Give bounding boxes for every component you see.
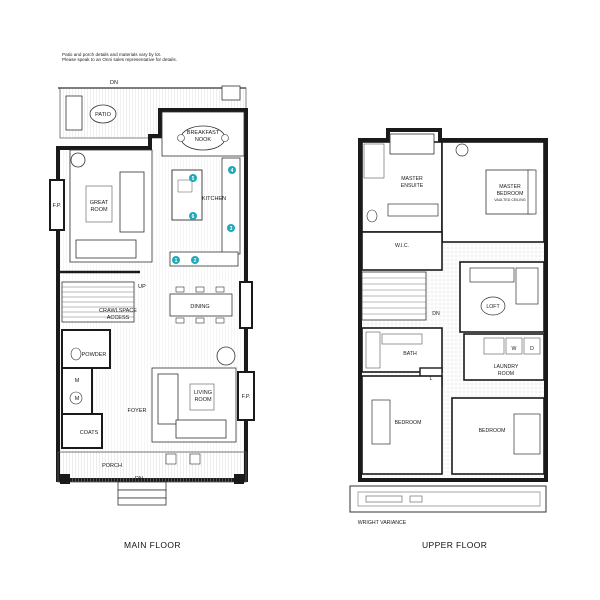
- label-dn-top: DN: [110, 80, 118, 86]
- label-master-bedroom-3: VAULTED CEILING: [494, 198, 526, 202]
- label-l: L: [430, 376, 433, 382]
- label-laundry-2: ROOM: [498, 371, 514, 377]
- label-powder: POWDER: [82, 352, 107, 358]
- svg-text:2: 2: [194, 258, 197, 264]
- label-wright-variance: WRIGHT VARIANCE: [358, 520, 407, 526]
- marker-5: 5: [189, 174, 197, 182]
- label-fireplace-left: F.P.: [53, 203, 62, 209]
- label-dn-bottom: DN: [135, 476, 143, 482]
- kitchen-feature-markers: 5 6 4 3 1 2: [172, 166, 236, 264]
- label-m-top: M: [75, 378, 80, 384]
- upper-floor-plan: MASTER ENSUITE MASTER BEDROOM VAULTED CE…: [349, 128, 548, 526]
- patio-sofa: [65, 95, 83, 131]
- label-m-bottom: M: [75, 396, 80, 402]
- upper-floor-exterior-walls: [358, 128, 548, 482]
- label-bath: BATH: [403, 351, 417, 357]
- main-floor-plan: DN PATIO BREAKFAST NOOK GREAT ROOM F.P. …: [49, 80, 255, 506]
- dining-table: [169, 293, 233, 317]
- label-living-room-1: LIVING: [194, 390, 212, 396]
- label-breakfast-nook-2: NOOK: [195, 137, 212, 143]
- walk-in-closet: [361, 231, 443, 271]
- fireplace-right: [237, 371, 255, 421]
- label-patio: PATIO: [95, 112, 111, 118]
- master-bed: [485, 169, 533, 215]
- upper-floor-caption: UPPER FLOOR: [422, 540, 488, 550]
- patio-table: [89, 104, 117, 124]
- marker-1: 1: [172, 256, 180, 264]
- coats-closet: [61, 413, 103, 449]
- porch-deck: [57, 451, 247, 483]
- note-line-2: Please speak to an Onni sales representa…: [62, 57, 177, 63]
- powder-room: [61, 329, 111, 369]
- label-crawlspace-1: CRAWLSPACE: [99, 308, 137, 314]
- marker-3: 3: [227, 224, 235, 232]
- label-laundry-1: LAUNDRY: [494, 364, 519, 370]
- label-w: W: [512, 346, 517, 352]
- label-foyer: FOYER: [128, 408, 147, 414]
- marker-6: 6: [189, 212, 197, 220]
- label-kitchen: KITCHEN: [202, 196, 226, 202]
- label-great-room-2: ROOM: [90, 207, 108, 213]
- bedroom-right: [451, 397, 545, 475]
- label-bedroom-right: BEDROOM: [479, 428, 506, 434]
- label-living-room-2: ROOM: [194, 397, 212, 403]
- fireplace-left: [49, 179, 65, 231]
- main-floor-caption: MAIN FLOOR: [124, 540, 181, 550]
- label-crawlspace-2: ACCESS: [107, 315, 130, 321]
- kitchen-island: [171, 169, 203, 221]
- label-master-ensuite-1: MASTER: [401, 176, 423, 182]
- label-bedroom-left: BEDROOM: [395, 420, 422, 426]
- label-great-room-1: GREAT: [90, 200, 109, 206]
- label-coats: COATS: [80, 430, 99, 436]
- great-room-sofa: [119, 171, 145, 233]
- label-d: D: [530, 346, 534, 352]
- marker-2: 2: [191, 256, 199, 264]
- label-breakfast-nook-1: BREAKFAST: [187, 130, 220, 136]
- label-porch: PORCH: [102, 463, 122, 469]
- bedroom-left: [361, 375, 443, 475]
- label-dining: DINING: [190, 304, 209, 310]
- label-master-bedroom-2: BEDROOM: [497, 191, 524, 197]
- label-master-bedroom-1: MASTER: [499, 184, 521, 190]
- svg-text:4: 4: [231, 168, 234, 174]
- svg-text:3: 3: [230, 226, 233, 232]
- lot-disclaimer-note: Patio and porch details and materials va…: [62, 52, 177, 63]
- label-up: UP: [138, 284, 146, 290]
- note-line-1: Patio and porch details and materials va…: [62, 52, 162, 57]
- porch-steps: [117, 481, 167, 506]
- label-master-ensuite-2: ENSUITE: [401, 183, 424, 189]
- marker-4: 4: [228, 166, 236, 174]
- label-wic: W.I.C.: [395, 243, 409, 249]
- svg-text:5: 5: [192, 176, 195, 182]
- label-loft: LOFT: [486, 304, 500, 310]
- svg-text:6: 6: [192, 214, 195, 220]
- mechanical-closet: [61, 367, 93, 415]
- svg-text:1: 1: [175, 258, 178, 264]
- label-fireplace-right: F.P.: [242, 394, 251, 400]
- wright-variance-bay: [349, 485, 547, 513]
- label-dn: DN: [432, 311, 440, 317]
